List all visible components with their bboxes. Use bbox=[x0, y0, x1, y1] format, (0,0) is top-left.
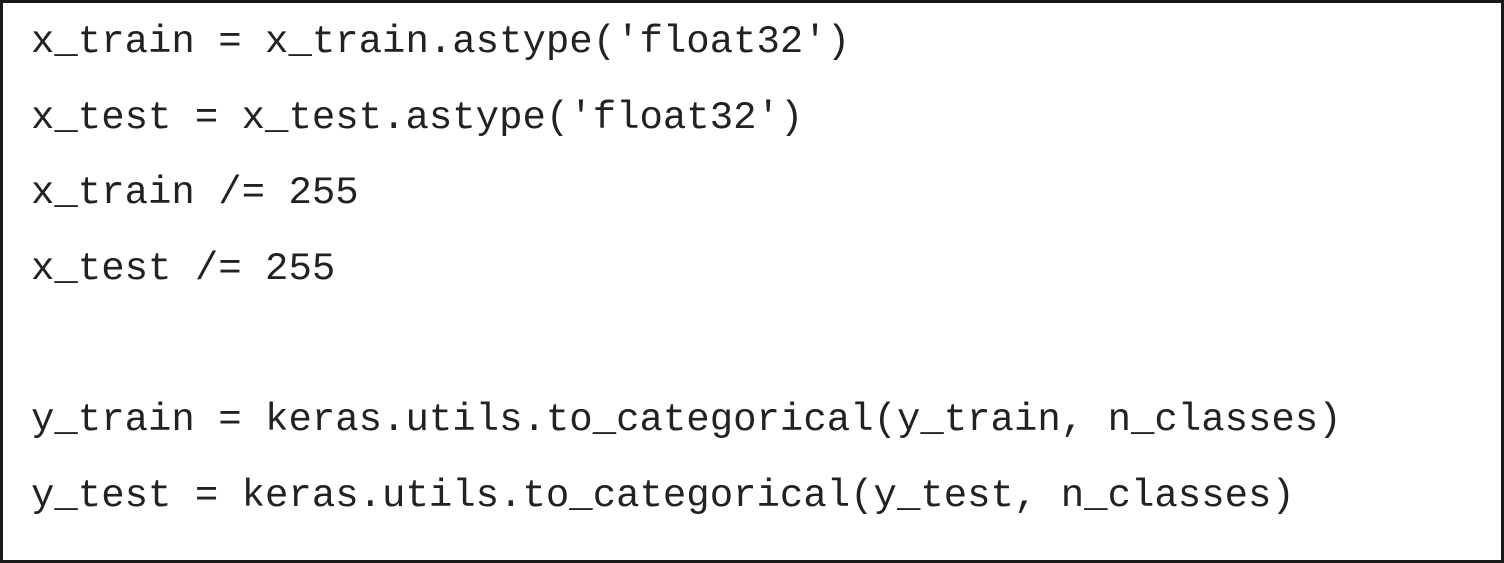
code-line-3: x_train /= 255 bbox=[31, 171, 359, 216]
code-line-2: x_test = x_test.astype('float32') bbox=[31, 95, 804, 140]
code-line-4: x_test /= 255 bbox=[31, 246, 336, 291]
code-line-blank bbox=[31, 323, 1342, 399]
code-block: x_train = x_train.astype('float32') x_te… bbox=[31, 21, 1342, 550]
code-line-1: x_train = x_train.astype('float32') bbox=[31, 20, 851, 64]
code-line-6: y_train = keras.utils.to_categorical(y_t… bbox=[31, 397, 1342, 442]
code-line-7: y_test = keras.utils.to_categorical(y_te… bbox=[31, 473, 1295, 518]
